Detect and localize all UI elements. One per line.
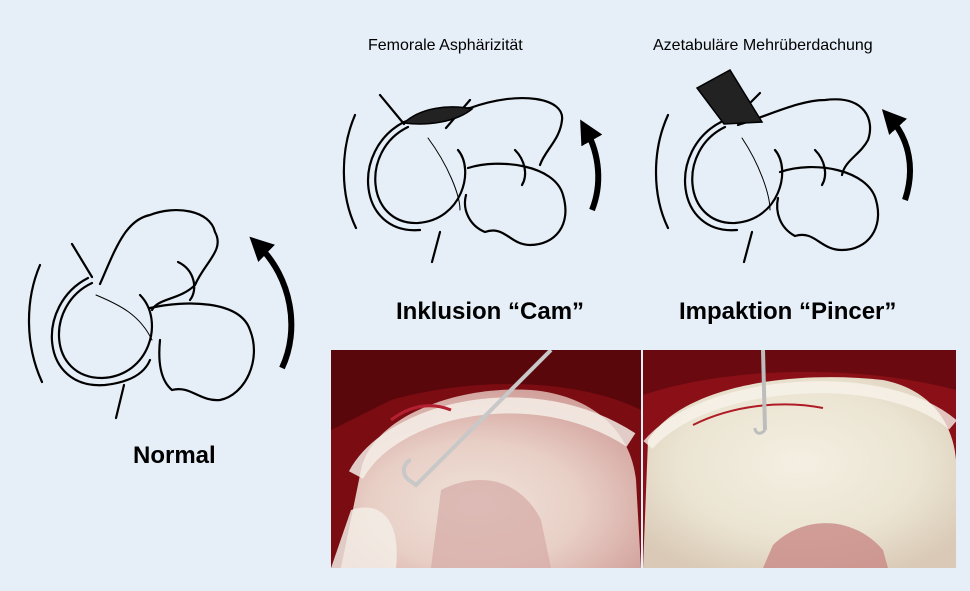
pincer-annotation: Azetabuläre Mehrüberdachung <box>653 37 873 55</box>
cam-bump-shading <box>404 107 472 124</box>
normal-hip-drawing <box>29 210 254 418</box>
normal-title: Normal <box>133 442 216 470</box>
pincer-hip-drawing <box>656 93 878 262</box>
pincer-rotation-arrow <box>890 118 910 200</box>
cam-annotation: Femorale Asphärizität <box>368 37 523 55</box>
cam-title: Inklusion “Cam” <box>396 298 584 326</box>
pincer-intraoperative-photo <box>643 350 956 568</box>
cam-intraoperative-photo <box>331 350 641 568</box>
pincer-title: Impaktion “Pincer” <box>679 298 896 326</box>
normal-rotation-arrow <box>258 245 291 368</box>
cam-rotation-arrow <box>586 130 598 210</box>
cam-hip-drawing <box>344 95 566 262</box>
pincer-acetabular-overcoverage <box>697 70 762 124</box>
